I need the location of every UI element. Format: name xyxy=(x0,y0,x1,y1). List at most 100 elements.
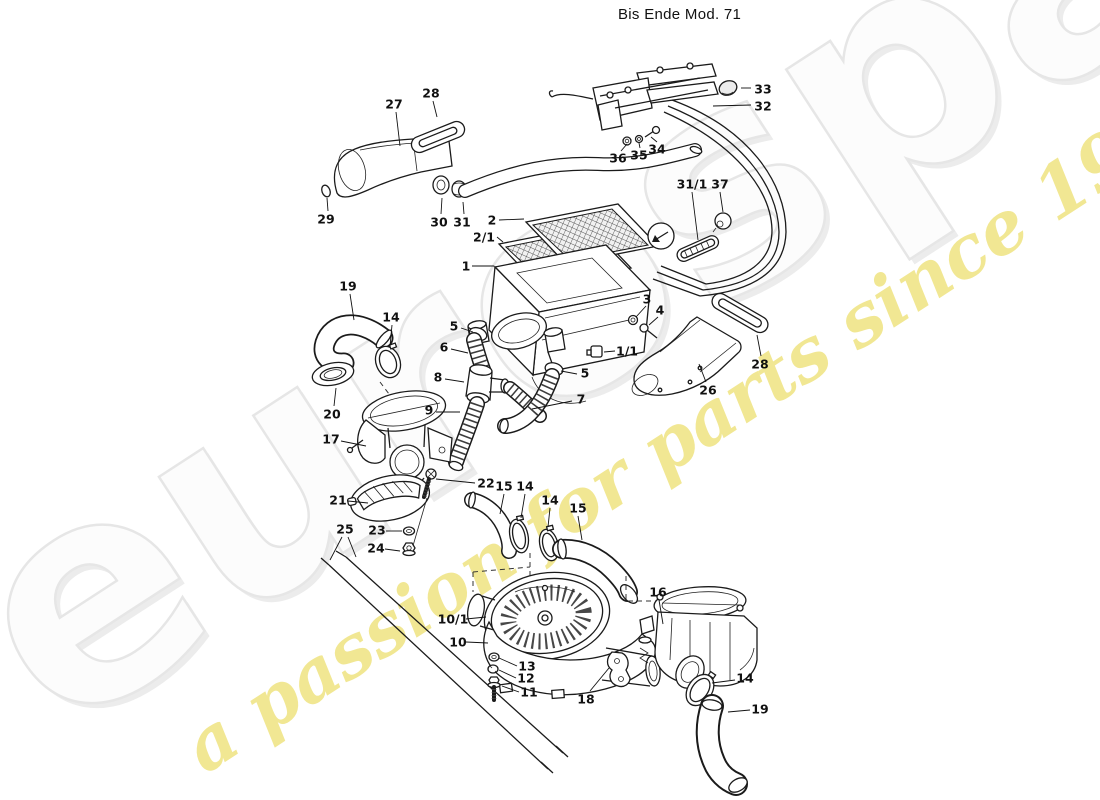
lock-washer-12 xyxy=(487,664,499,674)
clip-1-1 xyxy=(586,345,603,358)
part-number: 29 xyxy=(317,212,334,227)
leader-line xyxy=(719,191,724,213)
part-number: 31/1 xyxy=(677,177,708,192)
leader-line xyxy=(603,350,616,353)
part-label-26: 26 xyxy=(698,363,717,398)
leader-line xyxy=(444,378,465,383)
diagram-title: Bis Ende Mod. 71 xyxy=(618,6,742,23)
leader-line xyxy=(326,197,329,212)
hose-7 xyxy=(497,368,560,434)
hose-15-left xyxy=(464,491,518,559)
part-number: 13 xyxy=(518,659,535,674)
part-number: 10/1 xyxy=(438,612,469,627)
leader-line xyxy=(450,348,469,354)
part-label-31: 31 xyxy=(453,201,471,230)
part-number: 1/1 xyxy=(616,344,638,359)
screw-22 xyxy=(421,468,437,499)
part-label-36: 36 xyxy=(609,143,628,166)
leader-line xyxy=(635,305,647,318)
part-number: 2 xyxy=(488,213,497,228)
part-label-27: 27 xyxy=(385,97,403,147)
grille-28-left xyxy=(410,120,466,154)
leader-line xyxy=(384,548,401,552)
hose-19-bottom xyxy=(695,694,748,796)
part-number: 28 xyxy=(751,357,768,372)
knob-33 xyxy=(718,80,738,96)
leader-line xyxy=(520,493,526,519)
part-label-7: 7 xyxy=(531,392,585,410)
part-number: 14 xyxy=(382,310,400,325)
leader-line xyxy=(589,667,610,692)
part-label-37: 37 xyxy=(711,177,729,213)
part-number: 2/1 xyxy=(473,230,495,245)
washer-35 xyxy=(634,134,644,144)
washer-36 xyxy=(622,136,632,146)
leader-line xyxy=(465,641,489,644)
part-label-6: 6 xyxy=(440,340,469,355)
part-number: 12 xyxy=(517,671,534,686)
part-number: 34 xyxy=(648,142,666,157)
part-number: 15 xyxy=(569,501,586,516)
part-label-13: 13 xyxy=(498,657,536,674)
part-number: 24 xyxy=(367,541,385,556)
part-label-14: 14 xyxy=(711,671,754,686)
clamp-14-a xyxy=(508,514,530,554)
part-label-23: 23 xyxy=(368,523,402,538)
part-number: 32 xyxy=(754,99,771,114)
bolt-11 xyxy=(487,676,501,702)
part-label-19: 19 xyxy=(727,702,769,717)
part-label-3: 3 xyxy=(635,292,651,318)
part-label-14: 14 xyxy=(516,479,534,519)
hose-9 xyxy=(448,396,485,472)
leader-line xyxy=(531,400,573,410)
leader-line xyxy=(620,143,628,152)
part-number: 20 xyxy=(323,407,341,422)
control-assembly-32 xyxy=(548,62,787,297)
valve-17 xyxy=(346,390,453,486)
part-label-14: 14 xyxy=(541,493,559,528)
part-number: 16 xyxy=(649,585,667,600)
leader-line xyxy=(498,218,525,221)
leader-line xyxy=(658,599,664,625)
leader-line xyxy=(650,136,658,143)
part-number: 19 xyxy=(339,279,356,294)
part-label-32: 32 xyxy=(712,99,772,114)
leader-line xyxy=(547,507,551,528)
elbow-hose-19 xyxy=(313,314,394,374)
guide-elbow-valve xyxy=(379,381,393,399)
leader-line xyxy=(340,440,367,447)
part-number: 11 xyxy=(520,685,537,700)
grille-28-right xyxy=(711,292,769,334)
part-label-4: 4 xyxy=(648,303,665,326)
leader-line xyxy=(349,293,355,321)
knob-37 xyxy=(712,212,732,233)
part-label-14: 14 xyxy=(382,310,400,347)
part-label-34: 34 xyxy=(648,136,666,157)
part-number: 9 xyxy=(425,403,434,418)
clip-29 xyxy=(321,184,331,198)
part-label-19: 19 xyxy=(339,279,357,321)
leader-line xyxy=(498,669,517,679)
nut-24 xyxy=(402,542,416,557)
part-label-30: 30 xyxy=(430,197,448,230)
part-number: 33 xyxy=(754,82,771,97)
leader-line xyxy=(395,111,401,147)
part-number: 25 xyxy=(336,522,353,537)
part-label-35: 35 xyxy=(630,142,648,163)
leader-line xyxy=(462,201,465,215)
part-number: 14 xyxy=(516,479,534,494)
part-number: 35 xyxy=(630,148,647,163)
duct-27 xyxy=(333,138,453,198)
part-number: 4 xyxy=(656,303,665,318)
part-label-28: 28 xyxy=(751,334,769,372)
part-label-18: 18 xyxy=(577,667,610,707)
leader-line xyxy=(347,536,357,558)
badge-31-1 xyxy=(676,235,720,262)
part-label-20: 20 xyxy=(323,387,341,422)
leader-line xyxy=(501,685,520,693)
part-number: 26 xyxy=(699,383,717,398)
leader-line xyxy=(333,387,337,407)
